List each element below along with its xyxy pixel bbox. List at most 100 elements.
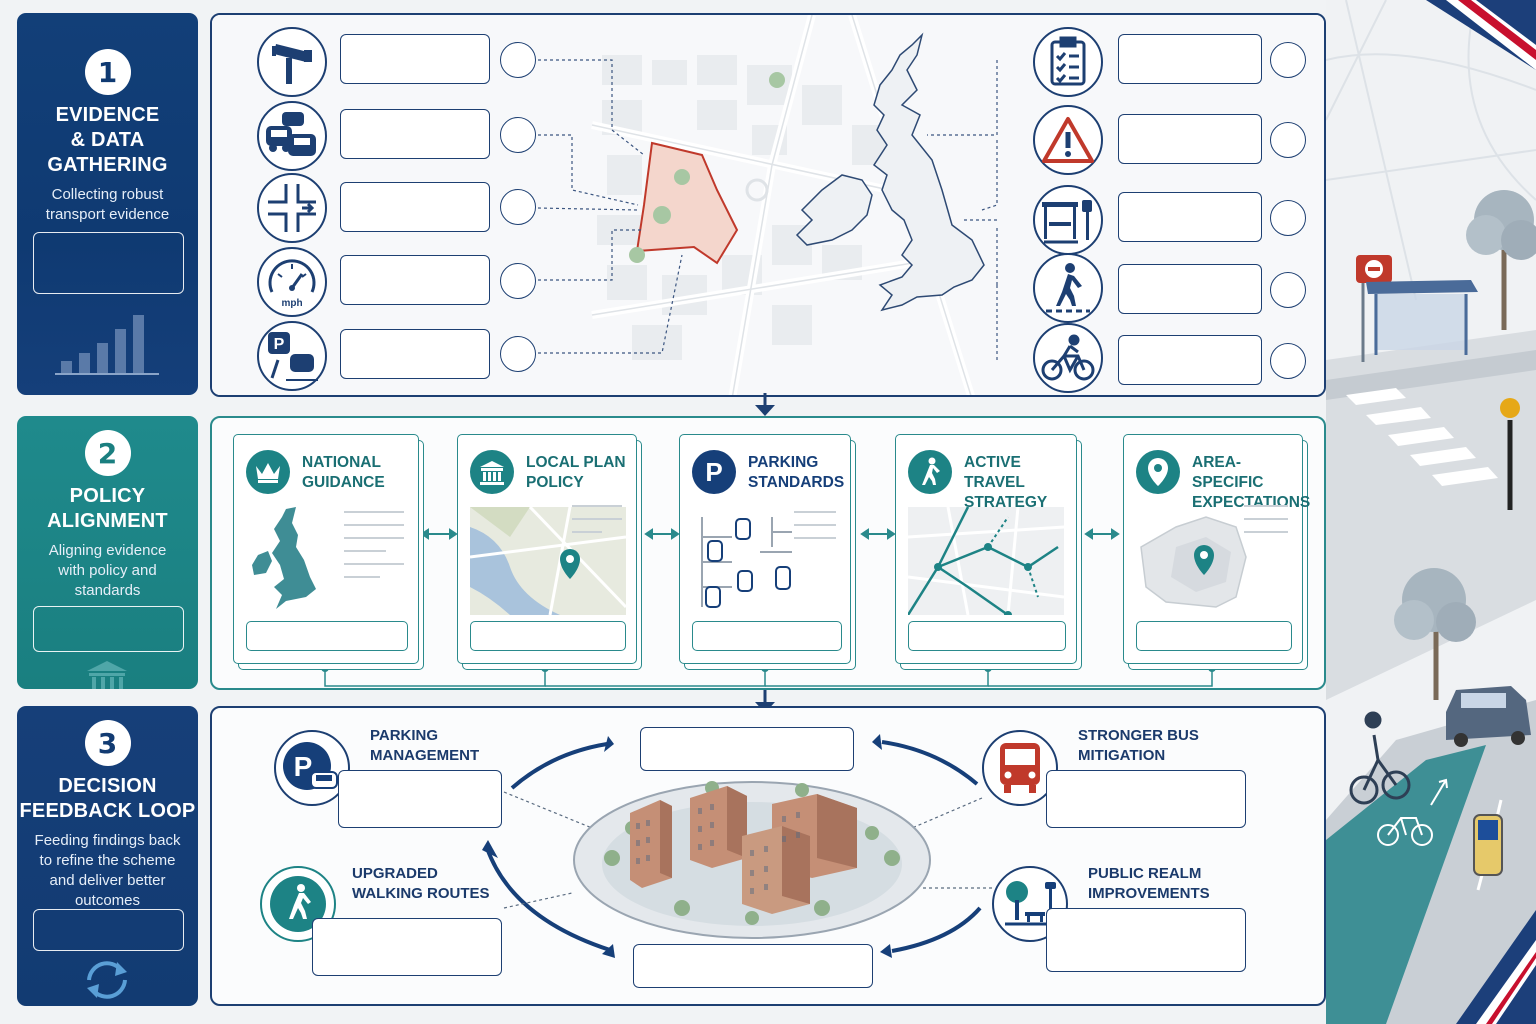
step-2-title: POLICY ALIGNMENT <box>47 485 168 532</box>
pedestrian-icon <box>1033 253 1103 323</box>
evidence-checkbox-1[interactable] <box>500 42 536 78</box>
location-pin-icon <box>1136 450 1180 494</box>
junction-icon <box>257 173 327 243</box>
policy-panel: NATIONAL GUIDANCE LOCAL PLAN POLICY <box>210 416 1326 690</box>
policy-card-parking-standards: P PARKING STANDARDS <box>679 434 851 664</box>
feedback-label-upgraded-walking-routes: UPGRADED WALKING ROUTES <box>352 865 490 902</box>
evidence-checkbox-3[interactable] <box>500 189 536 225</box>
refresh-cycle-icon <box>87 961 127 999</box>
policy-title-parking-standards: PARKING STANDARDS <box>748 454 845 491</box>
policy-input-national-guidance[interactable] <box>246 621 408 651</box>
survey-checklist-icon <box>1033 27 1103 97</box>
feedback-input-upgraded-walking-routes[interactable] <box>312 918 502 976</box>
text-lines-decoration <box>344 511 404 589</box>
evidence-input-3[interactable] <box>340 182 490 232</box>
site-boundary <box>635 141 739 265</box>
mph-label: mph <box>281 298 302 309</box>
evidence-checkbox-9[interactable] <box>1270 272 1306 308</box>
tree-illustration <box>1466 190 1536 330</box>
evidence-checkbox-8[interactable] <box>1270 200 1306 236</box>
town-hall-icon <box>470 450 514 494</box>
parking-icon: P <box>257 321 327 391</box>
feedback-panel: P PARKING MANAGEMENT STRONGER BUS MITIGA… <box>210 706 1326 1006</box>
feedback-input-parking-management[interactable] <box>338 770 502 828</box>
evidence-input-9[interactable] <box>1118 264 1262 314</box>
step-1-blank-box <box>33 232 184 294</box>
evidence-checkbox-2[interactable] <box>500 117 536 153</box>
svg-text:P: P <box>274 336 285 353</box>
evidence-input-4[interactable] <box>340 255 490 305</box>
keep-left-bollard <box>1473 814 1503 876</box>
step-1-card: 1 EVIDENCE & DATA GATHERING Collecting r… <box>17 13 198 395</box>
area-map-illustration <box>1140 516 1247 608</box>
step-3-card: 3 DECISION FEEDBACK LOOP Feeding finding… <box>17 706 198 1006</box>
feedback-input-stronger-bus-mitigation[interactable] <box>1046 770 1246 828</box>
union-flag-bottom <box>1456 910 1536 1024</box>
text-lines-decoration <box>794 511 836 550</box>
step-1-subtitle: Collecting robust transport evidence <box>45 186 170 223</box>
evidence-input-7[interactable] <box>1118 114 1262 164</box>
evidence-checkbox-4[interactable] <box>500 263 536 299</box>
car-park-layout-illustration <box>701 517 792 608</box>
crown-icon <box>246 450 290 494</box>
policy-card-active-travel-strategy: ACTIVE TRAVEL STRATEGY <box>895 434 1077 664</box>
feedback-loop-graphics <box>482 734 992 958</box>
step-2-blank-box <box>33 606 184 652</box>
evidence-input-8[interactable] <box>1118 192 1262 242</box>
bar-chart-icon <box>55 315 159 375</box>
feedback-outcome-bottom[interactable] <box>633 944 873 988</box>
traffic-camera-icon <box>257 27 327 97</box>
policy-title-national-guidance: NATIONAL GUIDANCE <box>302 454 385 491</box>
step-1-title: EVIDENCE & DATA GATHERING <box>47 104 168 176</box>
policy-input-local-plan-policy[interactable] <box>470 621 626 651</box>
evidence-input-6[interactable] <box>1118 34 1262 84</box>
evidence-panel: mph P <box>210 13 1326 397</box>
feedback-input-public-realm-improvements[interactable] <box>1046 908 1246 972</box>
evidence-input-2[interactable] <box>340 109 490 159</box>
union-flag-top <box>1426 0 1536 70</box>
policy-input-active-travel-strategy[interactable] <box>908 621 1066 651</box>
parking-icon: P <box>692 450 736 494</box>
active-travel-network-illustration <box>908 507 1064 615</box>
feedback-outcome-top[interactable] <box>640 727 854 771</box>
policy-card-area-specific-expectations: AREA-SPECIFIC EXPECTATIONS <box>1123 434 1310 664</box>
evidence-checkbox-10[interactable] <box>1270 343 1306 379</box>
step-3-number: 3 <box>84 720 131 766</box>
tree-illustration <box>1394 568 1476 700</box>
step-2-card: 2 POLICY ALIGNMENT Aligning evidence wit… <box>17 416 198 689</box>
bus-icon <box>982 730 1058 806</box>
step-3-blank-box <box>33 909 184 951</box>
policy-connectors <box>321 528 1216 687</box>
evidence-checkbox-7[interactable] <box>1270 122 1306 158</box>
cyclist-illustration <box>1349 711 1411 805</box>
step-2-subtitle: Aligning evidence with policy and standa… <box>48 542 167 599</box>
text-lines-decoration <box>572 505 622 544</box>
speedometer-icon: mph <box>257 247 327 317</box>
text-lines-decoration <box>1244 505 1288 544</box>
car-illustration <box>1446 686 1531 747</box>
street-scene-illustration <box>1326 0 1536 1024</box>
feedback-label-parking-management: PARKING MANAGEMENT <box>370 727 480 764</box>
town-hall-icon <box>87 661 127 689</box>
step-3-subtitle: Feeding findings back to refine the sche… <box>34 832 181 909</box>
local-plan-map-illustration <box>470 507 626 615</box>
warning-icon <box>1033 105 1103 175</box>
traffic-congestion-icon <box>257 101 327 171</box>
feedback-label-stronger-bus-mitigation: STRONGER BUS MITIGATION <box>1078 727 1199 764</box>
belisha-beacon <box>1500 398 1520 510</box>
evidence-checkbox-5[interactable] <box>500 336 536 372</box>
flow-arrow-down-1 <box>755 393 775 416</box>
evidence-input-1[interactable] <box>340 34 490 84</box>
central-development-illustration <box>573 781 931 939</box>
policy-input-parking-standards[interactable] <box>692 621 842 651</box>
evidence-input-10[interactable] <box>1118 335 1262 385</box>
cyclist-icon <box>1033 323 1103 393</box>
policy-title-active-travel-strategy: ACTIVE TRAVEL STRATEGY <box>964 454 1048 511</box>
policy-card-national-guidance: NATIONAL GUIDANCE <box>233 434 419 664</box>
policy-input-area-specific-expectations[interactable] <box>1136 621 1292 651</box>
parking-car-icon: P <box>274 730 350 806</box>
evidence-input-5[interactable] <box>340 329 490 379</box>
evidence-checkbox-6[interactable] <box>1270 42 1306 78</box>
bus-shelter-illustration <box>1356 255 1478 362</box>
feedback-label-public-realm-improvements: PUBLIC REALM IMPROVEMENTS <box>1088 865 1210 902</box>
